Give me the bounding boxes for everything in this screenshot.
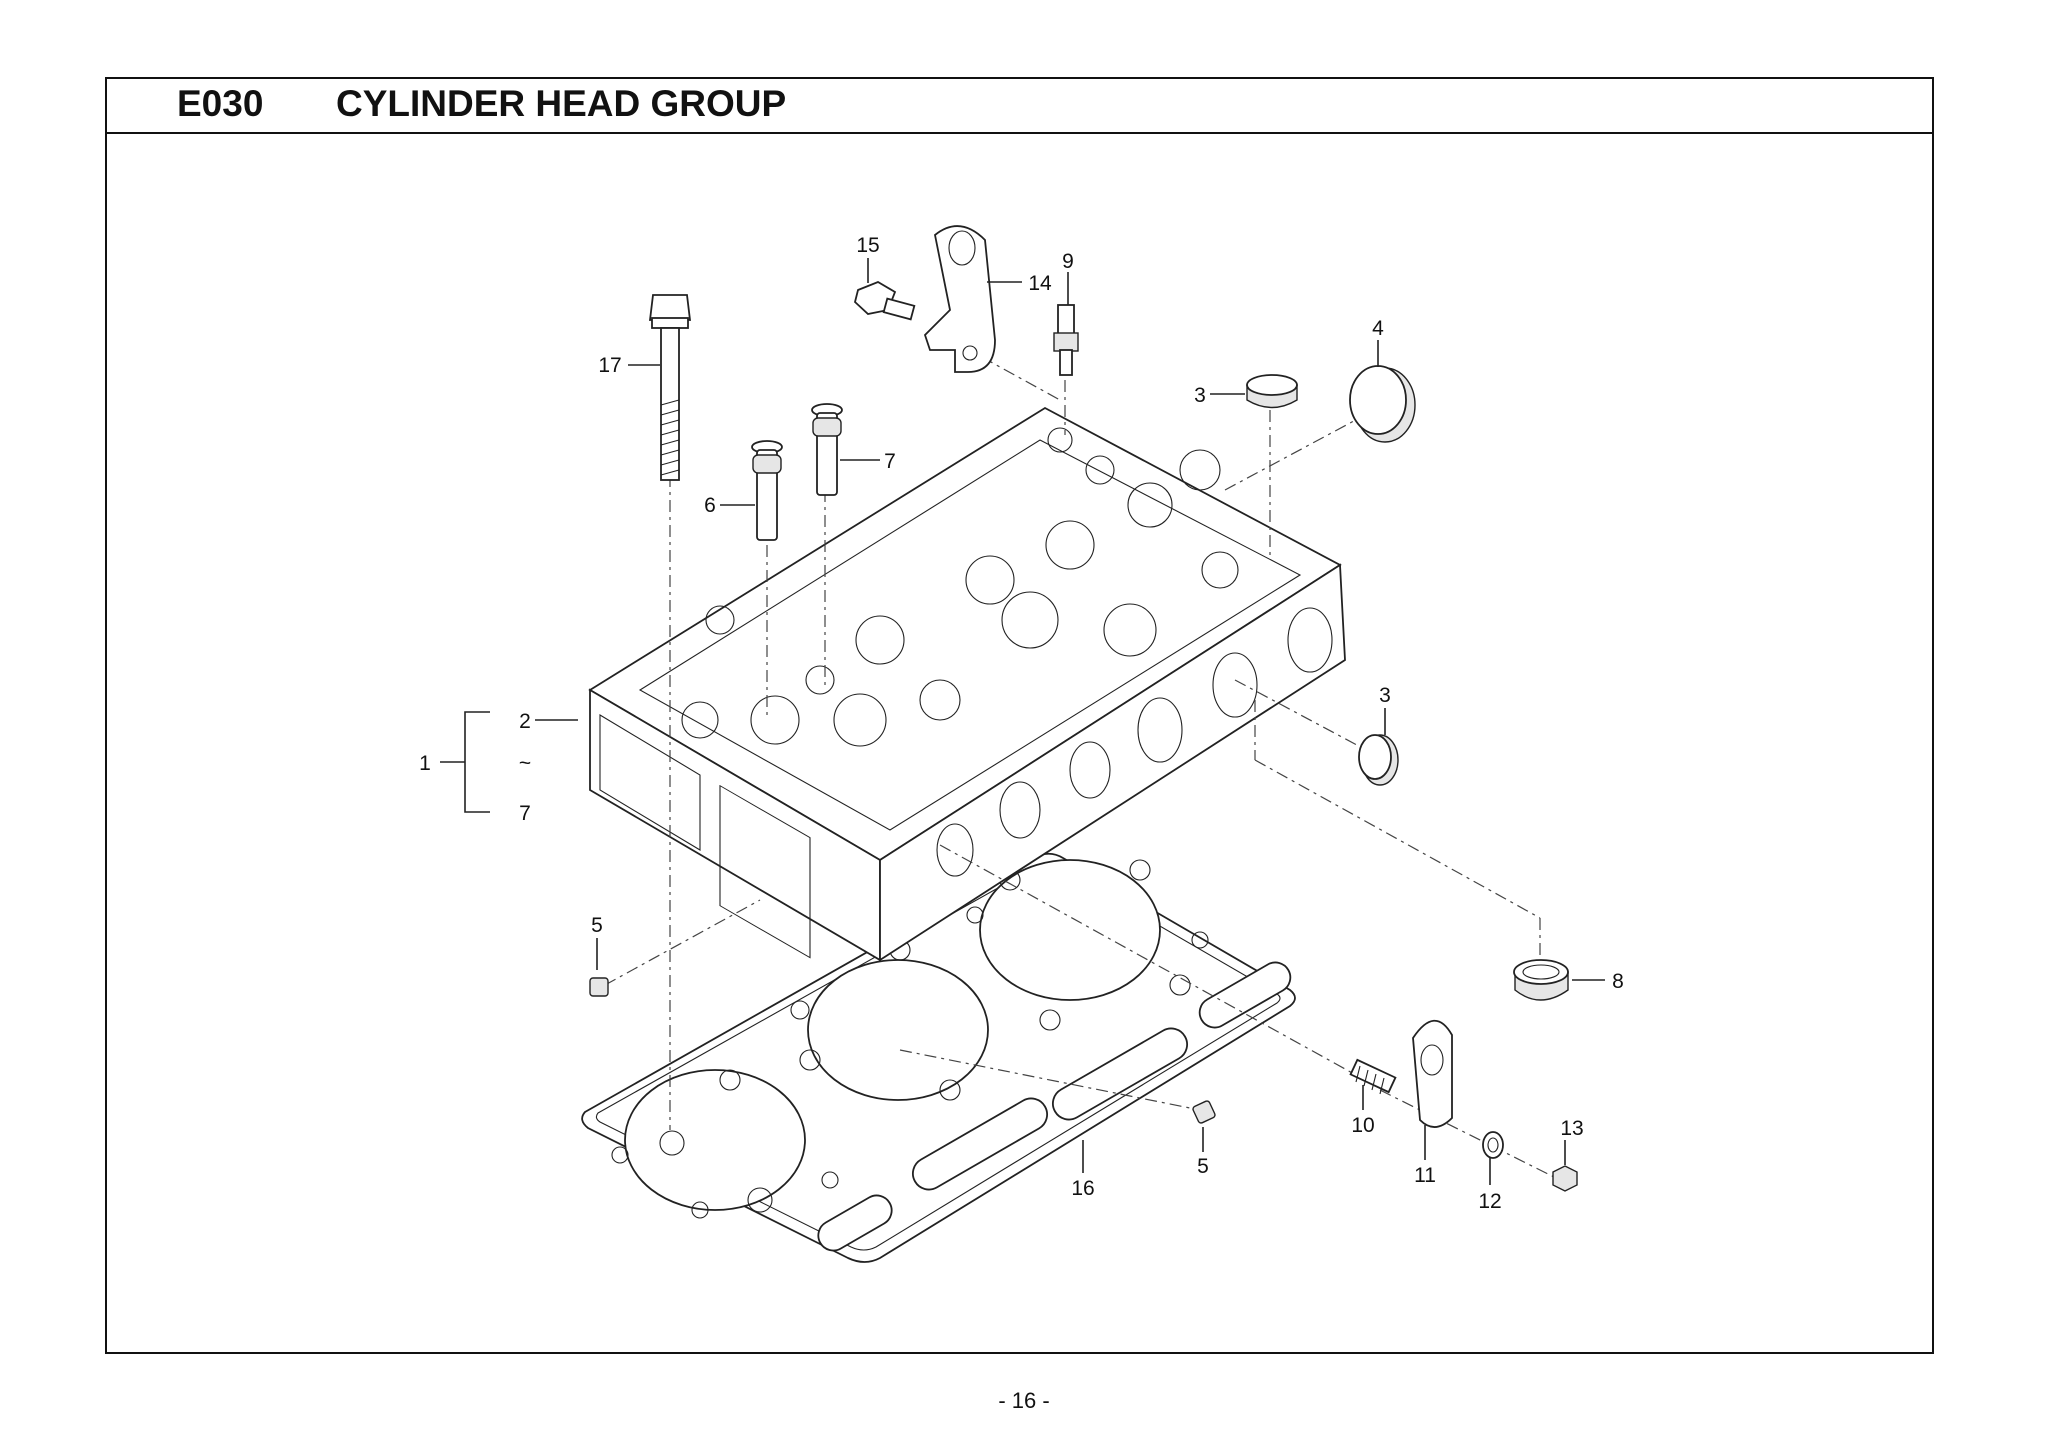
callout-range-tilde: ~ <box>519 752 531 775</box>
cylinder-head <box>588 406 1346 962</box>
callout-12: 12 <box>1478 1190 1501 1213</box>
nut-13 <box>1552 1165 1578 1192</box>
callout-1: 1 <box>419 752 431 775</box>
callout-7-guide: 7 <box>884 450 896 473</box>
callout-15: 15 <box>856 234 879 257</box>
callout-7-range: 7 <box>519 802 531 825</box>
callout-13: 13 <box>1560 1117 1583 1140</box>
alignment-lines <box>604 344 1561 1181</box>
cap-8 <box>1513 959 1569 1001</box>
group-title: CYLINDER HEAD GROUP <box>336 83 787 124</box>
callout-3-top: 3 <box>1194 384 1206 407</box>
callout-4: 4 <box>1372 317 1384 340</box>
hanger-plate-11 <box>1412 1019 1453 1128</box>
plug-4 <box>1349 365 1416 443</box>
callout-17: 17 <box>598 354 621 377</box>
group-code: E030 <box>177 83 264 124</box>
valve-guide-6 <box>751 440 783 541</box>
plug-5-right <box>1192 1100 1216 1124</box>
cup-plug-3-top <box>1246 374 1298 409</box>
stud-10 <box>1349 1058 1397 1095</box>
callout-5-left: 5 <box>591 914 603 937</box>
hanger-plate-14 <box>923 225 996 373</box>
cup-plug-3-side <box>1358 734 1399 786</box>
head-bolt <box>648 294 692 481</box>
callout-8: 8 <box>1612 970 1624 993</box>
diagram-frame: E030 CYLINDER HEAD GROUP <box>105 77 1934 1354</box>
header-bar: E030 CYLINDER HEAD GROUP <box>107 79 1932 134</box>
callout-16: 16 <box>1071 1177 1094 1200</box>
sensor-9 <box>1053 304 1079 376</box>
callout-14: 14 <box>1028 272 1052 295</box>
callout-11: 11 <box>1414 1164 1436 1187</box>
callout-2: 2 <box>519 710 531 733</box>
callout-labels: 15 14 9 4 17 3 7 6 3 2 1 ~ 7 5 8 10 11 1… <box>419 234 1624 1213</box>
callout-6: 6 <box>704 494 716 517</box>
washer-12 <box>1482 1131 1504 1159</box>
callout-3-side: 3 <box>1379 684 1391 707</box>
bolt-15 <box>853 281 916 321</box>
plug-5-left <box>589 977 609 997</box>
page-number: - 16 - <box>998 1388 1050 1413</box>
callout-5-right: 5 <box>1197 1155 1209 1178</box>
callout-10: 10 <box>1351 1114 1374 1137</box>
callout-9: 9 <box>1062 250 1074 273</box>
leader-lines <box>440 258 1605 1185</box>
valve-guide-7 <box>811 403 843 496</box>
